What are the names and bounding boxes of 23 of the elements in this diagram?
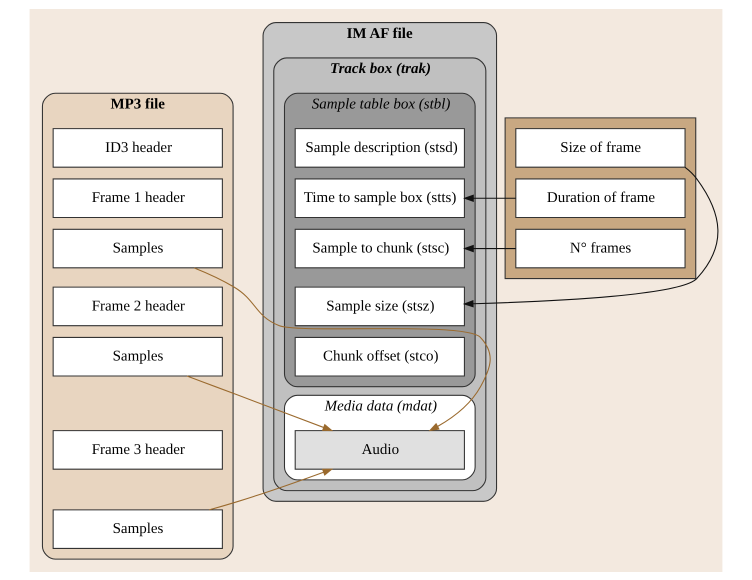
arrow <box>462 166 718 307</box>
node-box: Samples <box>52 336 223 376</box>
arrow <box>463 194 516 202</box>
arrow <box>186 375 334 431</box>
node-box: Samples <box>52 228 223 268</box>
arrow <box>209 468 334 510</box>
arrow <box>463 244 516 252</box>
node-box: Time to sample box (stts) <box>294 178 465 218</box>
arrow <box>194 266 491 431</box>
node-box: Sample description (stsd) <box>294 128 465 168</box>
node-box: Sample to chunk (stsc) <box>294 228 465 268</box>
node-box: Frame 3 header <box>52 430 223 470</box>
node-box: Chunk offset (stco) <box>294 336 465 376</box>
node-box: Frame 1 header <box>52 178 223 218</box>
node-box: Samples <box>52 508 223 548</box>
node-box: ID3 header <box>52 128 223 168</box>
cluster <box>504 116 696 279</box>
node-box: Audio <box>294 430 465 470</box>
node-box: Size of frame <box>515 128 686 168</box>
node-box: N° frames <box>515 228 686 268</box>
node-box: Frame 2 header <box>52 286 223 326</box>
node-box: Duration of frame <box>515 178 686 218</box>
node-box: Sample size (stsz) <box>294 286 465 326</box>
